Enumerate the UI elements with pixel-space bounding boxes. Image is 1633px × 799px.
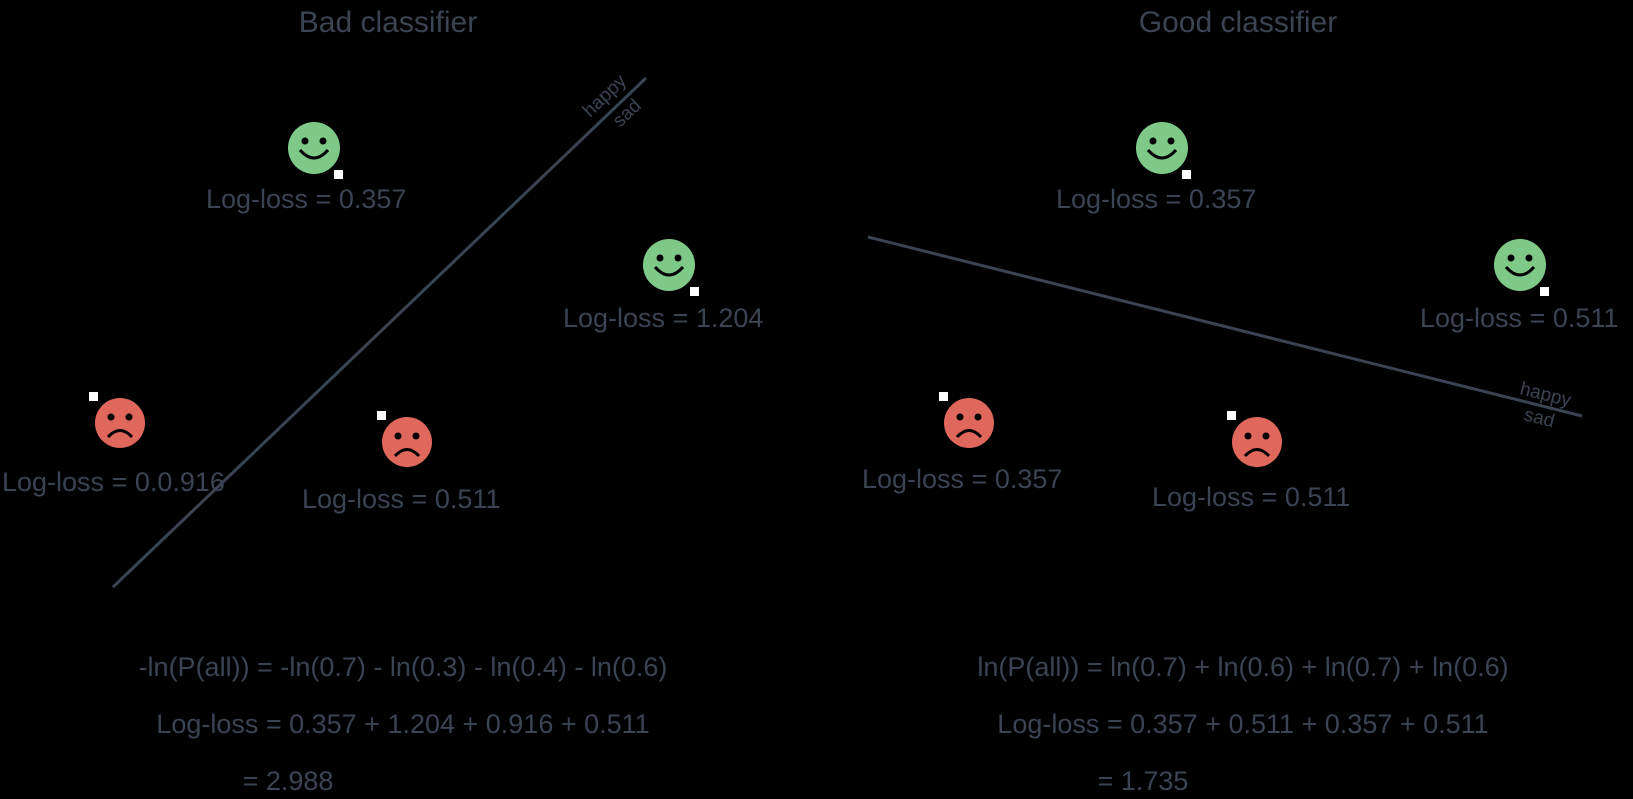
bad-equation-logloss: Log-loss = 0.357 + 1.204 + 0.916 + 0.511 [156,709,650,739]
marker-dot [89,392,98,401]
bad-classifier-title: Bad classifier [298,6,478,39]
marker-dot [690,287,699,296]
happy-face-icon [1494,239,1546,291]
bad-equation-ln: -ln(P(all)) = -ln(0.7) - ln(0.3) - ln(0.… [138,652,668,682]
happy-face-icon [288,122,340,174]
sad-face-icon [1232,417,1282,467]
bad-point-4-loss: Log-loss = 0.511 [302,484,501,514]
marker-dot [1540,287,1549,296]
good-classifier-title: Good classifier [1138,6,1338,39]
happy-face-icon [643,239,695,291]
sad-face-icon [95,398,145,448]
marker-dot [334,170,343,179]
marker-dot [1227,411,1236,420]
marker-dot [939,392,948,401]
good-boundary-line [867,235,1583,418]
good-point-1-loss: Log-loss = 0.357 [1056,184,1257,214]
happy-face-icon [1136,122,1188,174]
marker-dot [377,411,386,420]
bad-boundary-line [111,76,648,589]
good-point-4-loss: Log-loss = 0.511 [1152,482,1351,512]
bad-point-3-loss: Log-loss = 0.0.916 [2,467,225,497]
good-equation-total: = 1.735 [1097,766,1189,796]
sad-face-icon [944,398,994,448]
marker-dot [1182,170,1191,179]
good-equation-logloss: Log-loss = 0.357 + 0.511 + 0.357 + 0.511 [997,709,1489,739]
good-point-3-loss: Log-loss = 0.357 [862,464,1063,494]
bad-equation-total: = 2.988 [242,766,334,796]
sad-face-icon [382,417,432,467]
good-equation-ln: ln(P(all)) = ln(0.7) + ln(0.6) + ln(0.7)… [977,652,1509,682]
bad-point-1-loss: Log-loss = 0.357 [206,184,407,214]
bad-point-2-loss: Log-loss = 1.204 [563,303,764,333]
good-point-2-loss: Log-loss = 0.511 [1420,303,1619,333]
